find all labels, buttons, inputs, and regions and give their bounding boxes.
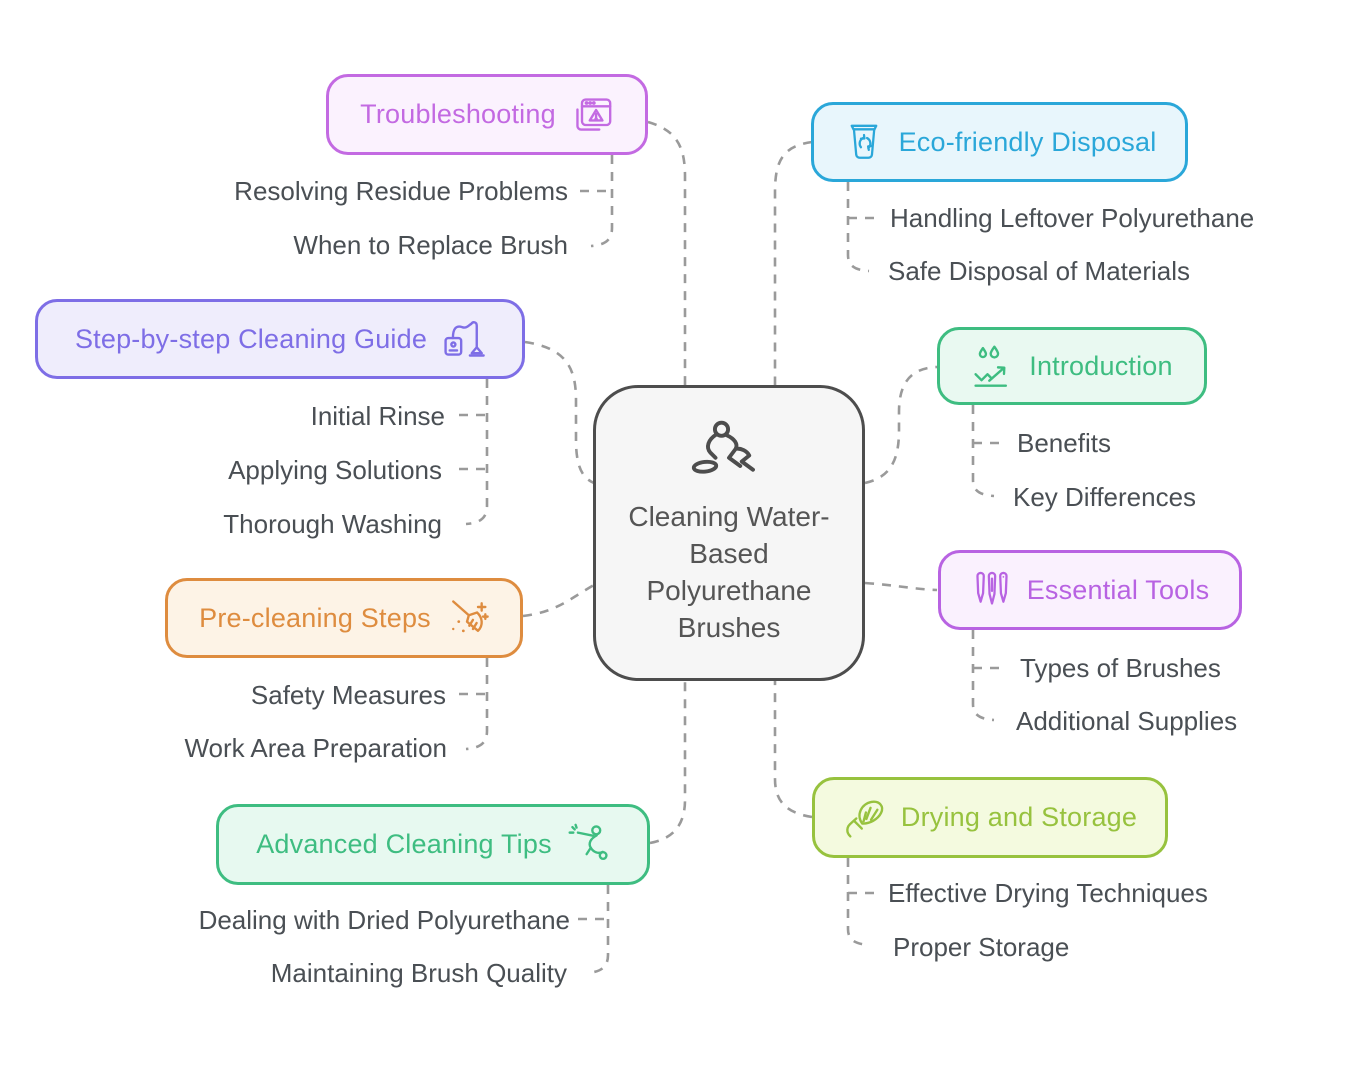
branch-label: Pre-cleaning Steps bbox=[199, 602, 431, 633]
branch-label: Drying and Storage bbox=[900, 802, 1138, 832]
cleaning-person-icon bbox=[691, 420, 755, 474]
subtopic-resolving-residue-problems[interactable]: Resolving Residue Problems bbox=[234, 176, 568, 206]
subtopic-initial-rinse[interactable]: Initial Rinse bbox=[310, 401, 445, 431]
connector-sub bbox=[846, 858, 870, 947]
subtopic-safe-disposal-of-materials[interactable]: Safe Disposal of Materials bbox=[888, 256, 1191, 286]
connector-essential-tools bbox=[864, 581, 938, 592]
subtopic-applying-solutions[interactable]: Applying Solutions bbox=[228, 455, 442, 485]
branch-drying-and-storage[interactable]: Drying and Storage bbox=[812, 777, 1168, 858]
connector-sub bbox=[971, 405, 995, 498]
connector-sub bbox=[586, 885, 610, 975]
warning-window-icon bbox=[576, 97, 612, 131]
branch-pre-cleaning-steps[interactable]: Pre-cleaning Steps bbox=[165, 578, 523, 658]
connector-pre-cleaning bbox=[522, 583, 595, 618]
branch-label: Step-by-step Cleaning Guide bbox=[74, 323, 428, 354]
subtopic-safety-measures[interactable]: Safety Measures bbox=[250, 680, 446, 710]
central-topic-label: Cleaning Water-Based Polyurethane Brushe… bbox=[628, 501, 830, 643]
connector-step-guide bbox=[524, 340, 595, 485]
subtopic-benefits[interactable]: Benefits bbox=[1017, 428, 1111, 458]
vacuum-cleaner-icon bbox=[444, 321, 485, 357]
connector-sub bbox=[590, 155, 614, 248]
branch-label: Advanced Cleaning Tips bbox=[256, 829, 552, 859]
branch-label: Troubleshooting bbox=[360, 99, 556, 129]
subtopic-effective-drying-techniques[interactable]: Effective Drying Techniques bbox=[888, 878, 1208, 908]
branch-label: Introduction bbox=[1029, 350, 1173, 381]
subtopic-when-to-replace-brush[interactable]: When to Replace Brush bbox=[293, 230, 568, 260]
branch-label: Eco-friendly Disposal bbox=[898, 126, 1157, 157]
connector-sub bbox=[465, 379, 489, 526]
connector-troubleshooting bbox=[647, 120, 687, 385]
connector-sub bbox=[846, 182, 870, 273]
branch-label: Essential Tools bbox=[1026, 574, 1210, 605]
broom-sparkles-icon bbox=[451, 600, 489, 633]
subtopic-thorough-washing[interactable]: Thorough Washing bbox=[223, 509, 442, 539]
branch-troubleshooting[interactable]: Troubleshooting bbox=[326, 74, 648, 155]
connector-drying-storage bbox=[773, 681, 813, 819]
subtopic-additional-supplies[interactable]: Additional Supplies bbox=[1016, 706, 1238, 736]
connector-advanced-tips bbox=[649, 681, 687, 845]
subtopic-dealing-with-dried-polyurethane[interactable]: Dealing with Dried Polyurethane bbox=[198, 905, 570, 935]
central-topic[interactable]: Cleaning Water-Based Polyurethane Brushe… bbox=[593, 385, 865, 681]
connector-eco-disposal bbox=[773, 140, 813, 385]
branch-eco-friendly-disposal[interactable]: Eco-friendly Disposal bbox=[811, 102, 1188, 182]
subtopic-types-of-brushes[interactable]: Types of Brushes bbox=[1020, 653, 1221, 683]
water-drops-icon bbox=[974, 345, 1008, 387]
recycle-bin-icon bbox=[850, 124, 877, 159]
round-brush-icon bbox=[846, 800, 884, 838]
branch-advanced-cleaning-tips[interactable]: Advanced Cleaning Tips bbox=[216, 804, 650, 885]
person-cleaning-icon bbox=[568, 823, 608, 860]
connector-introduction bbox=[864, 365, 938, 485]
connector-sub bbox=[971, 630, 995, 722]
subtopic-proper-storage[interactable]: Proper Storage bbox=[893, 932, 1070, 962]
branch-introduction[interactable]: Introduction bbox=[937, 327, 1207, 405]
subtopic-key-differences[interactable]: Key Differences bbox=[1013, 482, 1197, 512]
subtopic-handling-leftover-polyurethane[interactable]: Handling Leftover Polyurethane bbox=[890, 203, 1255, 233]
paint-brushes-icon bbox=[976, 571, 1008, 605]
subtopic-work-area-preparation[interactable]: Work Area Preparation bbox=[184, 733, 447, 763]
connector-sub bbox=[465, 658, 489, 751]
subtopic-maintaining-brush-quality[interactable]: Maintaining Brush Quality bbox=[270, 958, 567, 988]
branch-step-by-step-cleaning-guide[interactable]: Step-by-step Cleaning Guide bbox=[35, 299, 525, 379]
branch-essential-tools[interactable]: Essential Tools bbox=[938, 550, 1242, 630]
